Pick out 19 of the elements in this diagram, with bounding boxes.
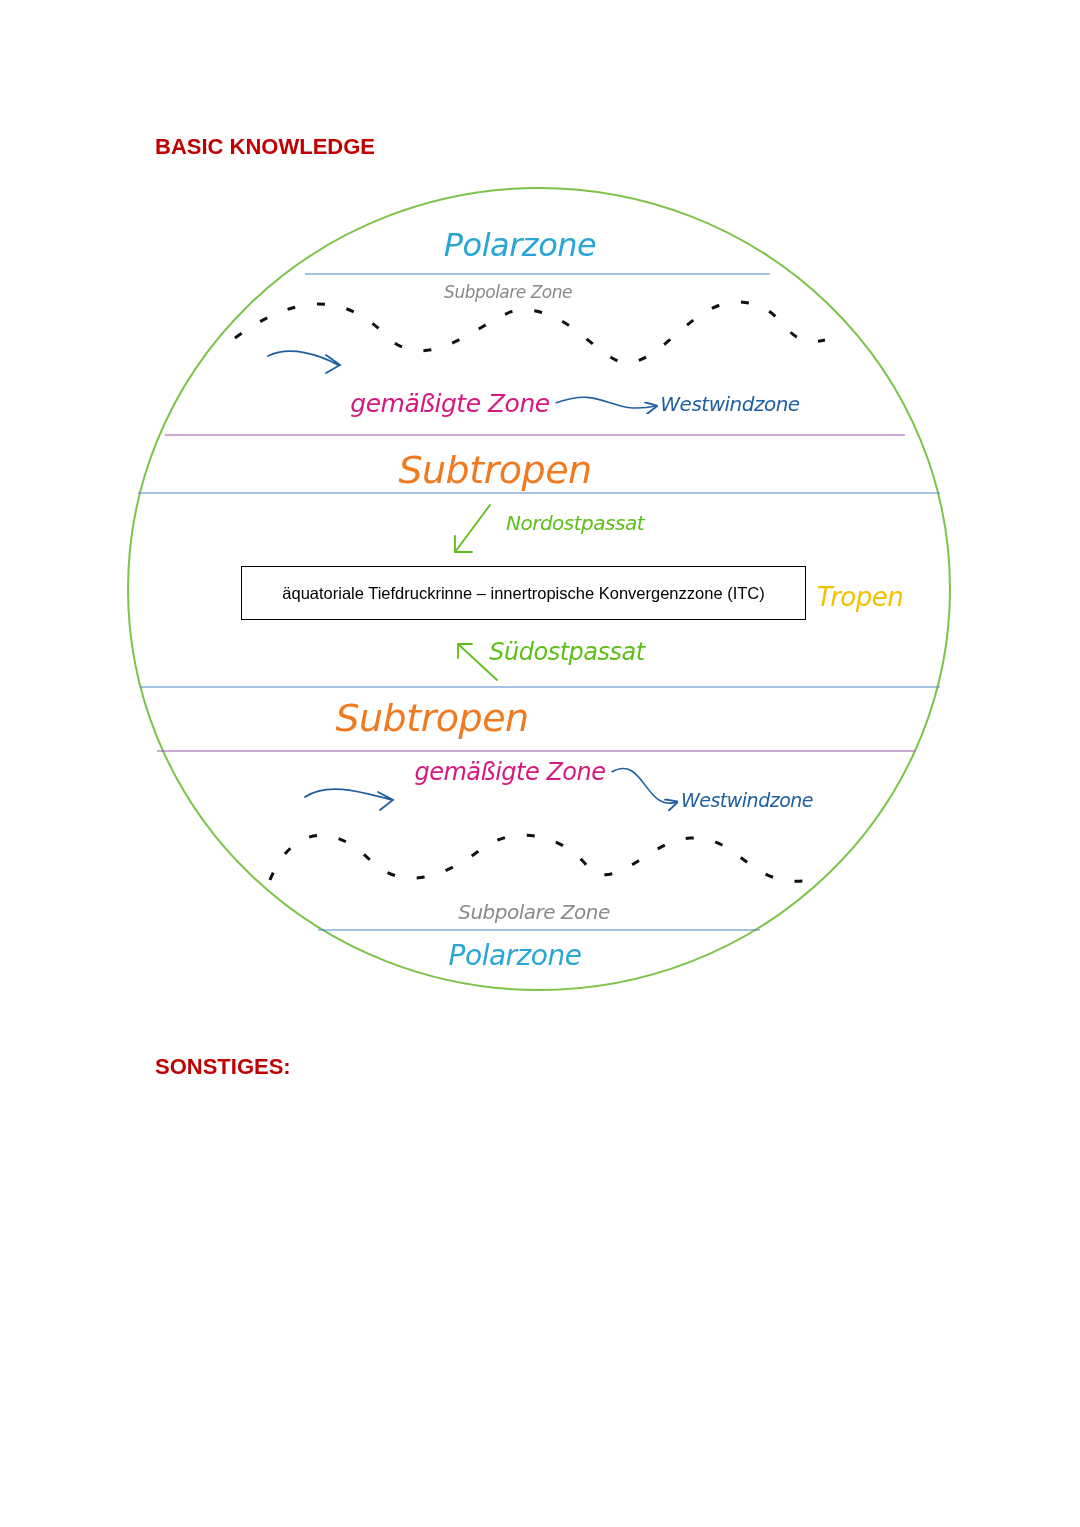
trough-box	[241, 566, 806, 620]
zone-label: Polarzone	[448, 938, 582, 972]
wind-label: Nordostpassat	[506, 511, 644, 535]
zone-label: Polarzone	[443, 226, 597, 264]
zone-label: gemäßigte Zone	[350, 388, 550, 418]
section-heading: SONSTIGES:	[155, 1054, 291, 1080]
zone-label: Subtropen	[335, 696, 529, 740]
wind-zone-label: Westwindzone	[660, 392, 800, 416]
zone-label: Subpolare Zone	[458, 900, 610, 924]
wind-label: Südostpassat	[489, 638, 645, 666]
zone-label: Subpolare Zone	[444, 282, 572, 302]
arrow	[610, 767, 680, 812]
arrow	[554, 396, 659, 415]
wind-zone-label: Westwindzone	[680, 789, 814, 811]
page-title: BASIC KNOWLEDGE	[155, 134, 375, 160]
zone-label: Subtropen	[398, 448, 592, 492]
zone-label: Tropen	[816, 582, 904, 612]
box-text: äquatoriale Tiefdruckrinne – innertropische Konvergenzzone (ITC)	[282, 583, 765, 603]
zone-label: gemäßigte Zone	[414, 758, 606, 786]
